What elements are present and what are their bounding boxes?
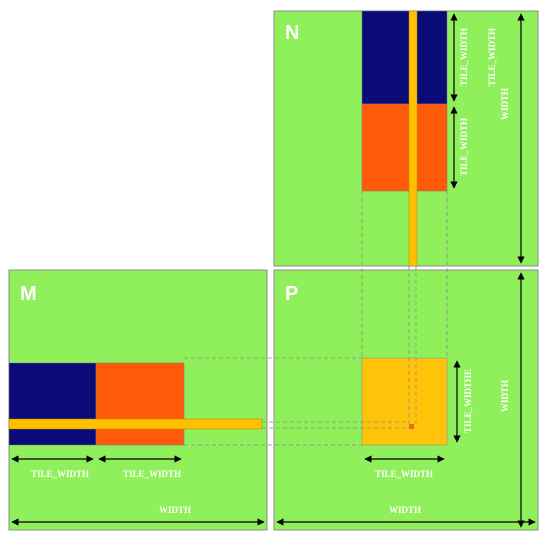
n-width-label: WIDTH	[500, 88, 510, 120]
n-tile-width-label-3: TILE_WIDTH	[459, 118, 469, 176]
p-width-label-vertical: WIDTH	[500, 380, 510, 412]
n-tile-width-label-1: TILE_WIDTH	[459, 28, 469, 86]
m-tile-width-label-1: TILE_WIDTH	[31, 469, 89, 479]
matrix-m-row-strip	[8, 418, 263, 430]
m-tile-width-label-2: TILE_WIDTH	[123, 469, 181, 479]
matrix-n-label: N	[285, 22, 299, 44]
matrix-p-label: P	[285, 283, 298, 305]
matrix-p-element-marker	[409, 424, 414, 429]
matrix-m-tile-orange	[95, 362, 185, 446]
matrix-n-tile-blue	[361, 10, 448, 105]
n-tile-width-label-2: TILE_WIDTH	[487, 28, 497, 86]
matrix-m-label: M	[20, 283, 37, 305]
matrix-p-tile	[361, 357, 448, 446]
p-width-label-horizontal: WIDTH	[389, 505, 421, 515]
m-width-label: WIDTH	[159, 505, 191, 515]
p-tile-widthe-label: TILE_WIDTHE	[463, 369, 473, 433]
matrix-m-tile-blue	[8, 362, 97, 446]
projection-guides	[184, 191, 448, 446]
matrix-n-tile-orange	[361, 103, 448, 192]
matrix-n-column-strip	[408, 10, 418, 267]
p-tile-width-label: TILE_WIDTH	[375, 469, 433, 479]
